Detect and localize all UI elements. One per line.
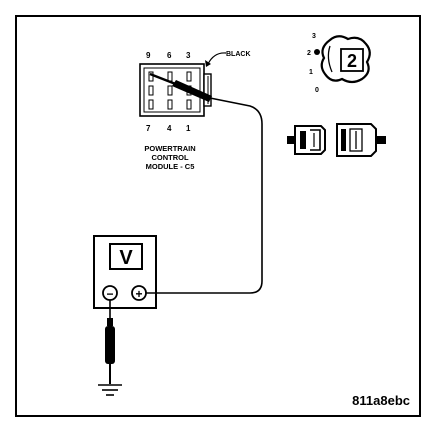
module-name-line-2: CONTROL [151,153,188,162]
figure-id: 811a8ebc [352,393,410,408]
module-name-line-3: MODULE - C5 [146,162,195,171]
key-position-box [340,48,364,72]
pin-label-9: 9 [146,51,151,60]
connector-side-view [287,123,386,157]
pcm-connector: 9 6 3 BLACK 7 4 1 [139,51,251,171]
probe-body [172,80,212,102]
pin-cavity [167,85,173,96]
pin-cavity [167,71,173,82]
key-position-label: 2 [347,51,357,71]
wire-color-label: BLACK [226,51,251,58]
pin-cavity [148,71,154,82]
pin-label-4: 4 [167,124,172,133]
pin-cavity [186,99,192,110]
voltmeter: V − + [93,235,157,309]
pin-label-1: 1 [186,124,191,133]
ignition-position-1: 1 [309,69,313,76]
ground-icon [98,384,122,396]
meter-display-label: V [119,247,133,269]
meter-display [109,243,143,270]
pin-label-3: 3 [186,51,191,60]
negative-terminal-symbol: − [106,287,113,301]
ignition-position-0: 0 [315,87,319,94]
wire-color-pointer [207,52,227,65]
pin-cavity [148,85,154,96]
ignition-switch: 3 2 1 0 2 [307,33,371,94]
ignition-position-3: 3 [312,33,316,40]
pin-label-7: 7 [146,124,151,133]
pin-cavity [167,99,173,110]
ignition-position-2: 2 [307,50,311,57]
pin-label-6: 6 [167,51,172,60]
pin-cavity [186,71,192,82]
ignition-pointer-dot [314,49,320,55]
pin-cavity [148,99,154,110]
positive-terminal-symbol: + [135,287,142,301]
ground-probe [105,318,115,384]
module-name-line-1: POWERTRAIN [144,144,195,153]
positive-test-lead [146,97,263,294]
